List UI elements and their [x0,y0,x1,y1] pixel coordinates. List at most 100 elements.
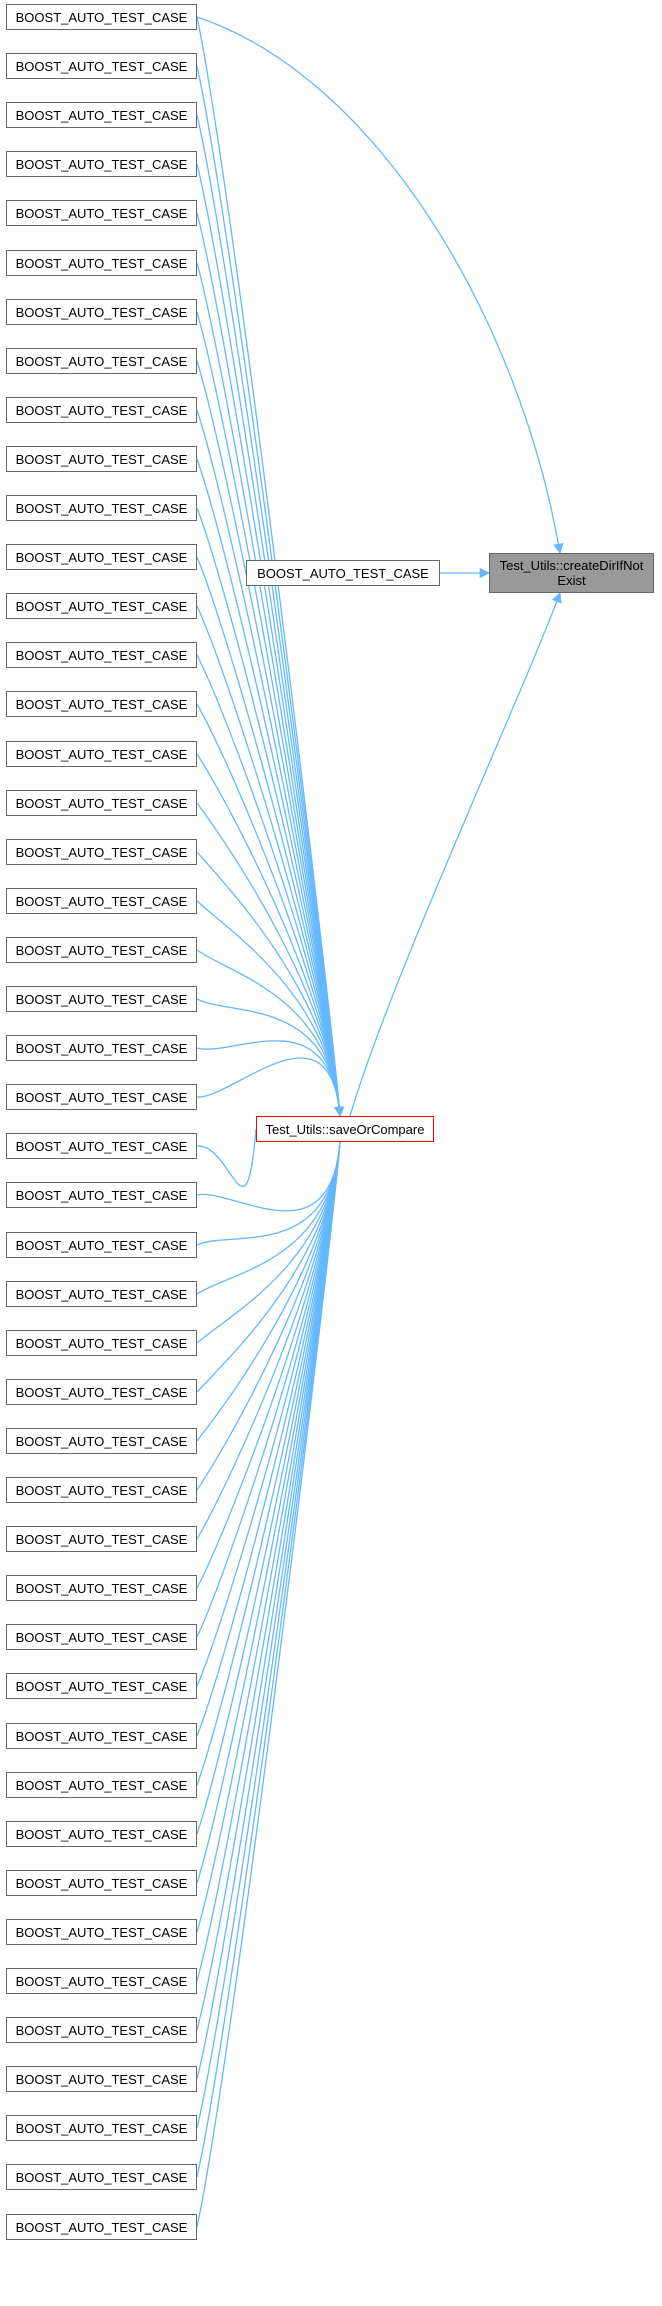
caller-node-label: BOOST_AUTO_TEST_CASE [15,1777,188,1793]
call-edge-23 [196,1057,345,1118]
caller-node-label: BOOST_AUTO_TEST_CASE [15,746,188,762]
caller-node-27[interactable]: BOOST_AUTO_TEST_CASE [6,1281,197,1307]
caller-node-17[interactable]: BOOST_AUTO_TEST_CASE [6,790,197,816]
caller-node-label: BOOST_AUTO_TEST_CASE [15,598,188,614]
caller-node-14[interactable]: BOOST_AUTO_TEST_CASE [6,642,197,668]
caller-node-label: BOOST_AUTO_TEST_CASE [15,1335,188,1351]
caller-node-label: BOOST_AUTO_TEST_CASE [15,893,188,909]
caller-node-3[interactable]: BOOST_AUTO_TEST_CASE [6,102,197,128]
call-edge-35 [196,1141,341,1687]
caller-node-11[interactable]: BOOST_AUTO_TEST_CASE [6,495,197,521]
caller-node-2[interactable]: BOOST_AUTO_TEST_CASE [6,53,197,79]
target-label-line1: Test_Utils::createDirIfNot [499,558,644,573]
call-edge-29 [196,1141,341,1393]
caller-node-29[interactable]: BOOST_AUTO_TEST_CASE [6,1379,197,1405]
caller-node-16[interactable]: BOOST_AUTO_TEST_CASE [6,741,197,767]
caller-node-34[interactable]: BOOST_AUTO_TEST_CASE [6,1624,197,1650]
caller-node-label: BOOST_AUTO_TEST_CASE [15,255,188,271]
caller-node-21[interactable]: BOOST_AUTO_TEST_CASE [6,986,197,1012]
caller-node-23[interactable]: BOOST_AUTO_TEST_CASE [6,1084,197,1110]
caller-node-45[interactable]: BOOST_AUTO_TEST_CASE [6,2164,197,2190]
caller-node-label: BOOST_AUTO_TEST_CASE [15,107,188,123]
call-edge-26 [196,1141,341,1246]
call-edge-25 [196,1141,341,1212]
caller-node-6[interactable]: BOOST_AUTO_TEST_CASE [6,250,197,276]
caller-node-31[interactable]: BOOST_AUTO_TEST_CASE [6,1477,197,1503]
caller-node-7[interactable]: BOOST_AUTO_TEST_CASE [6,299,197,325]
caller-node-13[interactable]: BOOST_AUTO_TEST_CASE [6,593,197,619]
caller-node-30[interactable]: BOOST_AUTO_TEST_CASE [6,1428,197,1454]
direct-caller-label: BOOST_AUTO_TEST_CASE [257,565,429,581]
caller-node-25[interactable]: BOOST_AUTO_TEST_CASE [6,1182,197,1208]
caller-node-label: BOOST_AUTO_TEST_CASE [15,549,188,565]
caller-node-label: BOOST_AUTO_TEST_CASE [15,795,188,811]
caller-node-label: BOOST_AUTO_TEST_CASE [15,2022,188,2038]
caller-node-label: BOOST_AUTO_TEST_CASE [15,1826,188,1842]
caller-node-label: BOOST_AUTO_TEST_CASE [15,1187,188,1203]
caller-node-42[interactable]: BOOST_AUTO_TEST_CASE [6,2017,197,2043]
caller-node-label: BOOST_AUTO_TEST_CASE [15,647,188,663]
save-or-compare-node[interactable]: Test_Utils::saveOrCompare [256,1116,434,1142]
caller-node-label: BOOST_AUTO_TEST_CASE [15,942,188,958]
caller-node-28[interactable]: BOOST_AUTO_TEST_CASE [6,1330,197,1356]
caller-node-label: BOOST_AUTO_TEST_CASE [15,2169,188,2185]
caller-node-label: BOOST_AUTO_TEST_CASE [15,1973,188,1989]
caller-node-4[interactable]: BOOST_AUTO_TEST_CASE [6,151,197,177]
caller-node-label: BOOST_AUTO_TEST_CASE [15,304,188,320]
call-edge-14 [196,654,341,1117]
caller-node-label: BOOST_AUTO_TEST_CASE [15,1924,188,1940]
caller-node-label: BOOST_AUTO_TEST_CASE [15,1286,188,1302]
caller-node-18[interactable]: BOOST_AUTO_TEST_CASE [6,839,197,865]
direct-caller-node[interactable]: BOOST_AUTO_TEST_CASE [246,560,440,586]
caller-node-24[interactable]: BOOST_AUTO_TEST_CASE [6,1133,197,1159]
caller-node-35[interactable]: BOOST_AUTO_TEST_CASE [6,1673,197,1699]
caller-node-44[interactable]: BOOST_AUTO_TEST_CASE [6,2115,197,2141]
caller-node-label: BOOST_AUTO_TEST_CASE [15,1433,188,1449]
caller-node-5[interactable]: BOOST_AUTO_TEST_CASE [6,200,197,226]
caller-node-label: BOOST_AUTO_TEST_CASE [15,1384,188,1400]
caller-node-label: BOOST_AUTO_TEST_CASE [15,58,188,74]
caller-node-33[interactable]: BOOST_AUTO_TEST_CASE [6,1575,197,1601]
caller-node-label: BOOST_AUTO_TEST_CASE [15,1580,188,1596]
call-edge-13 [196,605,341,1117]
caller-node-label: BOOST_AUTO_TEST_CASE [15,844,188,860]
call-edge-24 [196,1128,257,1188]
caller-node-9[interactable]: BOOST_AUTO_TEST_CASE [6,397,197,423]
caller-node-12[interactable]: BOOST_AUTO_TEST_CASE [6,544,197,570]
caller-node-label: BOOST_AUTO_TEST_CASE [15,402,188,418]
caller-node-label: BOOST_AUTO_TEST_CASE [15,9,188,25]
caller-node-41[interactable]: BOOST_AUTO_TEST_CASE [6,1968,197,1994]
caller-node-label: BOOST_AUTO_TEST_CASE [15,1875,188,1891]
caller-node-label: BOOST_AUTO_TEST_CASE [15,205,188,221]
caller-node-label: BOOST_AUTO_TEST_CASE [15,500,188,516]
caller-node-label: BOOST_AUTO_TEST_CASE [15,1089,188,1105]
edge-save-to-target [349,592,562,1117]
caller-node-37[interactable]: BOOST_AUTO_TEST_CASE [6,1772,197,1798]
caller-node-label: BOOST_AUTO_TEST_CASE [15,2219,188,2235]
caller-node-43[interactable]: BOOST_AUTO_TEST_CASE [6,2066,197,2092]
caller-node-label: BOOST_AUTO_TEST_CASE [15,991,188,1007]
caller-node-label: BOOST_AUTO_TEST_CASE [15,2071,188,2087]
caller-node-1[interactable]: BOOST_AUTO_TEST_CASE [6,4,197,30]
caller-node-8[interactable]: BOOST_AUTO_TEST_CASE [6,348,197,374]
caller-node-20[interactable]: BOOST_AUTO_TEST_CASE [6,937,197,963]
caller-node-26[interactable]: BOOST_AUTO_TEST_CASE [6,1232,197,1258]
caller-node-19[interactable]: BOOST_AUTO_TEST_CASE [6,888,197,914]
caller-node-36[interactable]: BOOST_AUTO_TEST_CASE [6,1723,197,1749]
create-dir-if-not-exist-node[interactable]: Test_Utils::createDirIfNot Exist [489,553,654,593]
call-edge-46 [196,1141,341,2228]
caller-node-label: BOOST_AUTO_TEST_CASE [15,1237,188,1253]
edge-caller-1-to-target [196,16,564,555]
caller-node-22[interactable]: BOOST_AUTO_TEST_CASE [6,1035,197,1061]
call-edge-22 [196,1040,345,1118]
caller-node-39[interactable]: BOOST_AUTO_TEST_CASE [6,1870,197,1896]
caller-node-46[interactable]: BOOST_AUTO_TEST_CASE [6,2214,197,2240]
caller-node-40[interactable]: BOOST_AUTO_TEST_CASE [6,1919,197,1945]
caller-node-label: BOOST_AUTO_TEST_CASE [15,451,188,467]
caller-node-label: BOOST_AUTO_TEST_CASE [15,1678,188,1694]
caller-node-32[interactable]: BOOST_AUTO_TEST_CASE [6,1526,197,1552]
caller-node-15[interactable]: BOOST_AUTO_TEST_CASE [6,691,197,717]
target-label-line2: Exist [557,573,586,588]
caller-node-10[interactable]: BOOST_AUTO_TEST_CASE [6,446,197,472]
caller-node-38[interactable]: BOOST_AUTO_TEST_CASE [6,1821,197,1847]
